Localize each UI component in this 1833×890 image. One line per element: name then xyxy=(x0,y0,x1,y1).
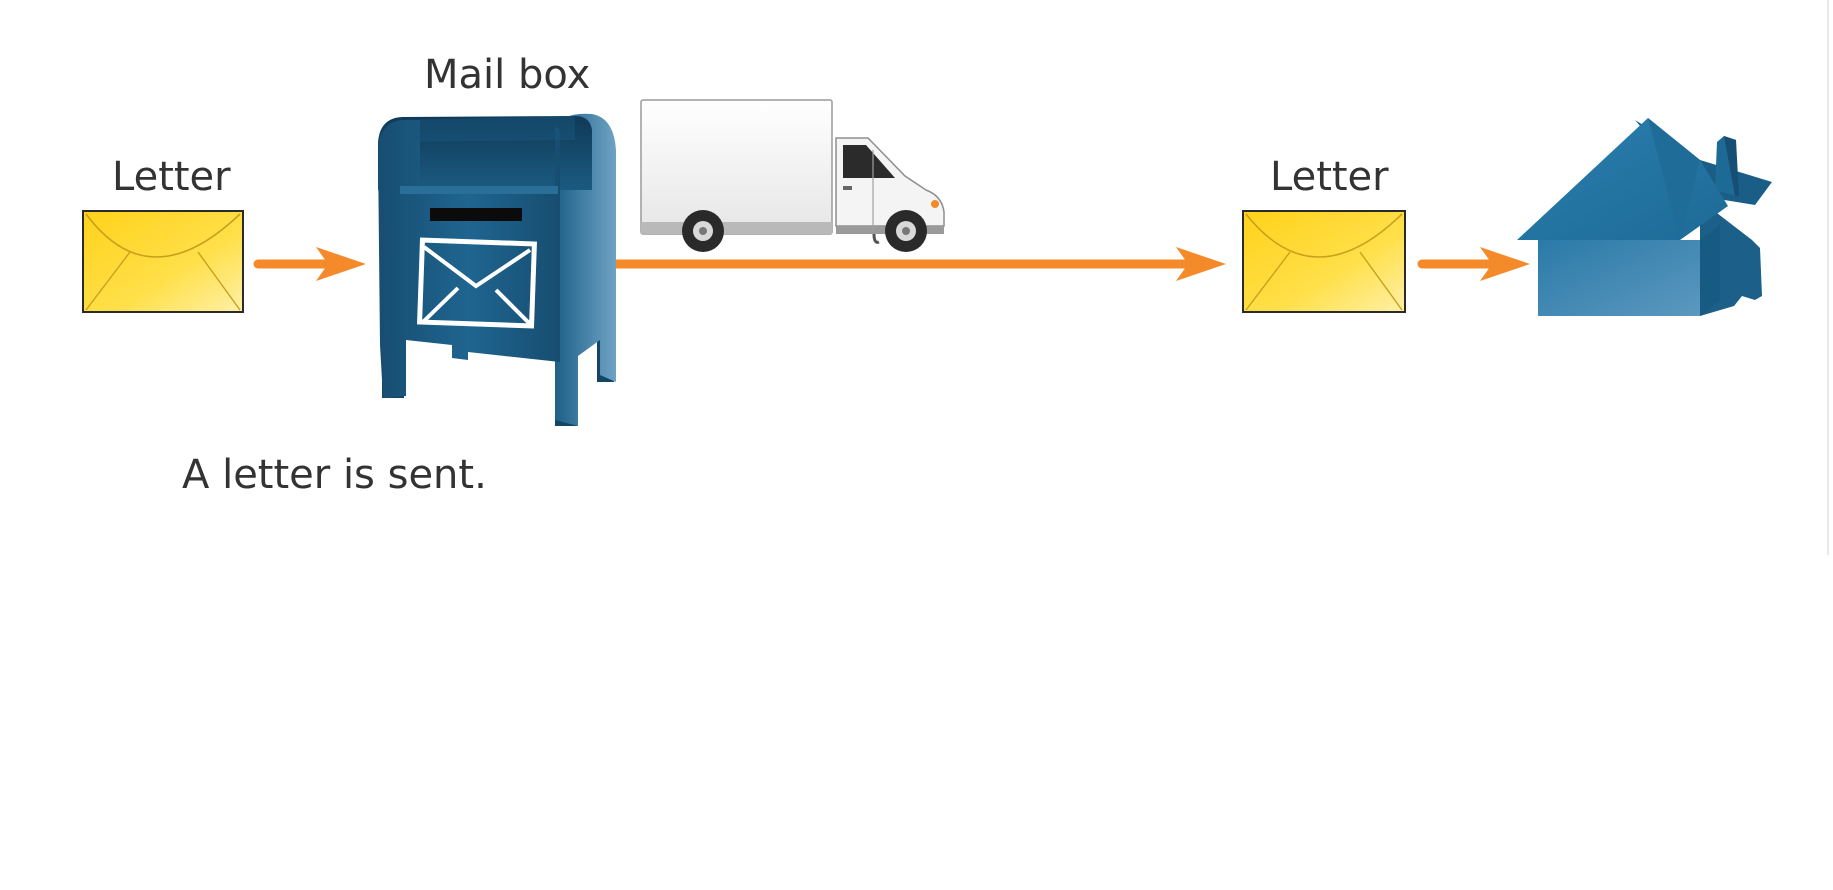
letter-label: Letter xyxy=(112,154,231,200)
arrow-letter-to-mailbox xyxy=(253,247,366,281)
house-icon xyxy=(1517,118,1772,316)
mailbox-icon xyxy=(378,113,616,427)
mailbox-label: Mail box xyxy=(424,52,591,98)
right-edge-divider xyxy=(1827,0,1829,555)
arrow-mailbox-to-letter xyxy=(610,247,1226,281)
arrow-letter-to-house xyxy=(1417,247,1530,281)
envelope-icon xyxy=(82,210,244,313)
letter-label: Letter xyxy=(1270,154,1389,200)
delivery-truck-icon xyxy=(640,99,945,252)
envelope-icon xyxy=(1242,210,1406,313)
caption-text: A letter is sent. xyxy=(182,452,487,498)
